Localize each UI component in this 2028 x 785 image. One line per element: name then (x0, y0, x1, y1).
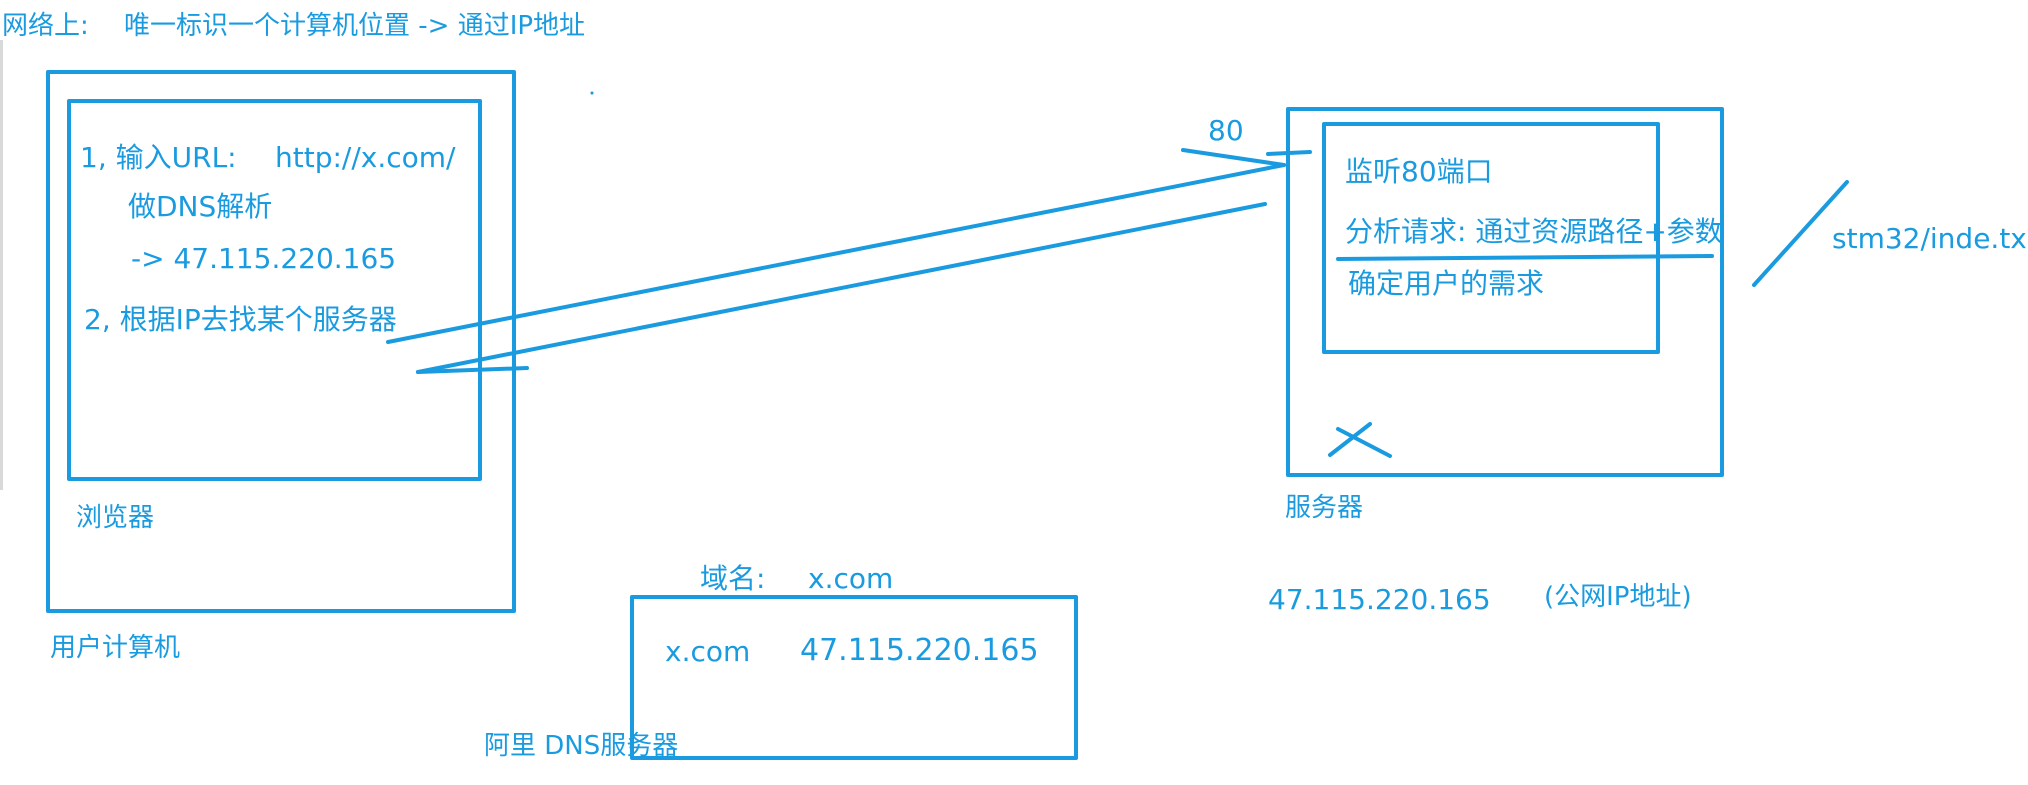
step-input-url: 1, 输入URL: (80, 141, 237, 174)
dns-record-domain: x.com (665, 635, 751, 668)
slash-separator (1752, 180, 1849, 287)
dns-domain-label: 域名: (700, 562, 766, 595)
dns-server-caption: 阿里 DNS服务器 (484, 731, 679, 761)
port-label: 80 (1208, 114, 1244, 147)
server-inner-box (1322, 122, 1660, 354)
cross-mark-b (1336, 427, 1392, 458)
user-computer-label: 用户计算机 (50, 633, 181, 663)
server-label: 服务器 (1285, 493, 1364, 523)
browser-box (67, 99, 482, 481)
analyze-request-text: 分析请求: 通过资源路径+参数 (1345, 215, 1723, 248)
header-text: 唯一标识一个计算机位置 -> 通过IP地址 (124, 11, 586, 41)
server-box (1286, 107, 1724, 477)
port-tick (1266, 150, 1312, 156)
step-find-server: 2, 根据IP去找某个服务器 (84, 303, 397, 336)
response-tick (416, 366, 529, 374)
step-url-value: http://x.com/ (275, 141, 456, 174)
analysis-underline (1336, 254, 1714, 261)
step-dns-resolve: 做DNS解析 (128, 190, 273, 223)
dns-server-box (630, 595, 1078, 760)
port-arrow-line (1181, 148, 1286, 167)
dns-domain-value: x.com (808, 562, 894, 595)
resource-path-text: stm32/inde.tx (1832, 222, 2027, 255)
dns-record-ip: 47.115.220.165 (800, 633, 1039, 668)
window-edge (0, 40, 3, 490)
server-ip-note: (公网IP地址) (1544, 582, 1692, 612)
header-label: 网络上: (2, 11, 89, 41)
determine-needs-text: 确定用户的需求 (1348, 267, 1545, 300)
cross-mark-a (1328, 422, 1372, 457)
browser-label: 浏览器 (76, 503, 155, 533)
step-resolved-ip: -> 47.115.220.165 (131, 242, 397, 275)
listen-port-text: 监听80端口 (1345, 155, 1493, 188)
response-line (416, 202, 1267, 374)
user-computer-box (46, 70, 516, 613)
stray-dot (590, 91, 594, 95)
server-ip: 47.115.220.165 (1268, 583, 1491, 616)
request-line (386, 163, 1286, 344)
